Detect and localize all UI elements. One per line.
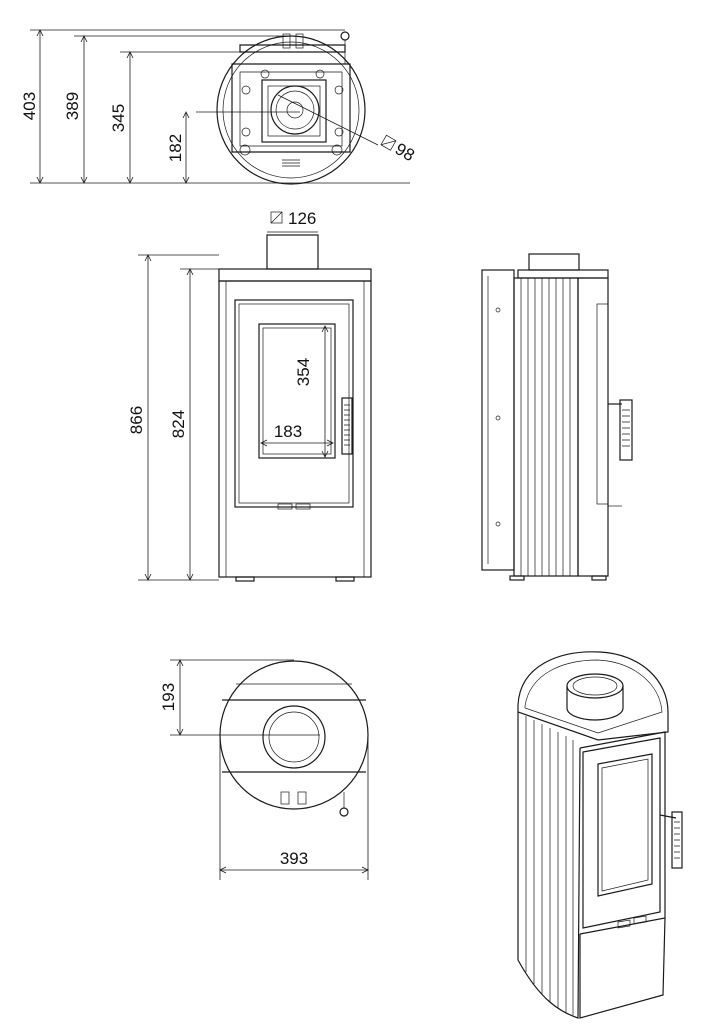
side-view xyxy=(481,253,633,581)
dim-total-height: 866 xyxy=(127,406,146,434)
diameter-square-icon xyxy=(270,211,283,224)
dim-depth-389: 389 xyxy=(63,92,82,120)
dim-total-depth: 403 xyxy=(20,92,39,120)
dim-width: 393 xyxy=(280,849,308,868)
dim-body-height: 824 xyxy=(169,410,188,438)
dim-flue-square-98: 98 xyxy=(392,139,418,165)
dim-glass-height: 354 xyxy=(294,358,313,386)
perspective-view xyxy=(517,651,683,1019)
dim-flue-center: 182 xyxy=(166,134,185,162)
dim-flue-square-126: 126 xyxy=(288,209,316,228)
dim-depth-345: 345 xyxy=(109,104,128,132)
plan-view: 193 393 xyxy=(159,659,369,880)
top-view: 403 389 345 182 98 xyxy=(20,29,418,185)
diameter-square-icon xyxy=(380,134,397,151)
front-view: 126 354 183 866 xyxy=(127,209,372,582)
dim-flue-offset: 193 xyxy=(159,683,178,711)
dim-glass-width: 183 xyxy=(274,422,302,441)
